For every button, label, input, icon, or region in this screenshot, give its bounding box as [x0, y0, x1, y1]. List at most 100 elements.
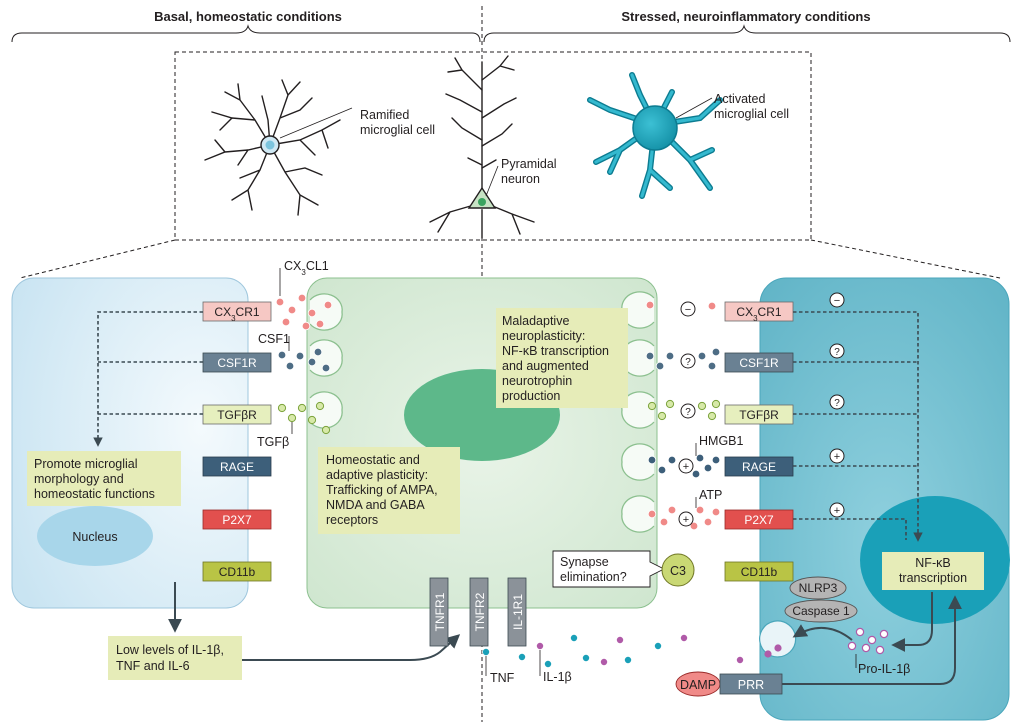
pyramidal-label-2: neuron: [501, 172, 540, 186]
il1b-dots: [536, 634, 745, 667]
ligand-atp: ATP: [699, 488, 722, 502]
tnf-label: TNF: [490, 671, 515, 685]
promote-line-1: Promote microglial: [34, 457, 138, 471]
right-receptor-p2x7-label: P2X7: [744, 513, 774, 527]
vesicle-pockets: [309, 291, 655, 533]
pro-il1b-label: Pro-IL-1β: [858, 662, 910, 676]
caspase-label: Caspase 1: [792, 604, 850, 618]
header-brace-right: [483, 24, 1011, 43]
right-question-badge-2-sign: ?: [685, 407, 691, 418]
right-receptor-cd11b-label: CD11b: [741, 565, 778, 579]
pro-il1b-dots: [847, 627, 889, 655]
ligand-hmgb1: HMGB1: [699, 434, 744, 448]
low-levels-to-tnfr-arrow: [242, 634, 461, 661]
promote-box: [27, 451, 181, 506]
right-signal-paths: [793, 311, 923, 542]
damp-label: DAMP: [680, 678, 716, 692]
nlrp3-ellipse: [789, 576, 847, 600]
right-minus-badge-sign: −: [685, 304, 691, 316]
tnfr2-label: TNFR2: [473, 592, 487, 631]
tnfr1-label: TNFR1: [433, 592, 447, 631]
right-plus-badge-2: [678, 511, 694, 527]
caspase-processing-arrow: [792, 624, 853, 641]
nfkb-line-1: NF-κB: [915, 556, 950, 570]
left-receptor-p2x7: [202, 509, 272, 530]
left-receptor-cd11b: [202, 561, 272, 582]
activated-leader: [675, 97, 713, 119]
prr-label: PRR: [738, 678, 764, 692]
right-cx3cl1-dots: [645, 300, 717, 311]
nfkb-box: [882, 552, 984, 590]
left-nucleus: [37, 506, 153, 566]
nlrp3-label: NLRP3: [799, 581, 838, 595]
ligands-right: − ? ? + +: [645, 300, 721, 531]
ligand-tgfb: TGFβ: [257, 435, 289, 449]
il1r1-label: IL-1R1: [511, 594, 525, 630]
neuron-receptors: TNFR1 TNFR2 IL-1R1: [429, 577, 527, 647]
header-left: Basal, homeostatic conditions: [154, 9, 342, 24]
ligand-cx3cl1: CX3CL1: [284, 259, 329, 277]
right-plus-badge-1-sign: +: [683, 461, 689, 473]
right-receptor-cd11b: [724, 561, 794, 582]
homeostatic-line-3: Trafficking of AMPA,: [326, 483, 438, 497]
tnfr2-box: [469, 577, 489, 647]
right-question-badge-1-sign: ?: [685, 357, 691, 368]
homeostatic-line-4: NMDA and GABA: [326, 498, 425, 512]
path-badge-question-1: [829, 343, 845, 359]
promote-line-3: homeostatic functions: [34, 487, 155, 501]
activated-label-2: microglial cell: [714, 107, 789, 121]
homeostatic-line-2: adaptive plasticity:: [326, 468, 428, 482]
right-question-badge-2: [680, 403, 696, 419]
low-levels-line-1: Low levels of IL-1β,: [116, 643, 224, 657]
csf1-dots: [277, 347, 331, 373]
pyramidal-leader: [485, 165, 499, 197]
right-receptor-column: CX3CR1 CSF1R TGFβR RAGE P2X7 CD11b: [724, 301, 794, 582]
prr-to-nfkb-arrow: [780, 595, 962, 685]
left-receptor-cx3cr1-label: CX3CR1: [214, 305, 259, 323]
right-receptor-tgfbr-label: TGFβR: [739, 408, 779, 422]
tgfb-dots: [277, 401, 331, 435]
right-minus-badge: [680, 301, 696, 317]
il1b-label: IL-1β: [543, 670, 572, 684]
right-plus-badge-2-sign: +: [683, 514, 689, 526]
tnfr1-box: [429, 577, 449, 647]
activated-label-1: Activated: [714, 92, 765, 106]
cx3cl1-dots: [275, 293, 333, 331]
maladaptive-box: [496, 308, 628, 408]
prr-box: [719, 673, 783, 695]
left-receptor-p2x7-label: P2X7: [222, 513, 252, 527]
activated-microglia-inner: [588, 73, 722, 198]
right-receptor-cx3cr1-label: CX3CR1: [736, 305, 781, 323]
left-receptor-csf1r-label: CSF1R: [217, 356, 257, 370]
maladaptive-line-6: production: [502, 389, 560, 403]
c3-label: C3: [670, 564, 686, 578]
synapse-callout: [552, 550, 666, 588]
vesicle-il1b-dot-2: [764, 650, 772, 658]
overview-panel: [174, 51, 812, 241]
caspase-ellipse: [784, 599, 858, 623]
left-receptor-column: CX3CR1 CSF1R TGFβR RAGE P2X7 CD11b: [202, 301, 272, 582]
ramified-label-2: microglial cell: [360, 123, 435, 137]
path-badge-plus-2-sign: +: [834, 505, 840, 517]
pyramidal-label-1: Pyramidal: [501, 157, 557, 171]
left-receptor-cd11b-label: CD11b: [219, 565, 256, 579]
right-tgfb-dots: [647, 399, 721, 421]
hmgb1-dots: [647, 453, 721, 479]
promote-line-2: morphology and: [34, 472, 124, 486]
header-brace-left: [11, 24, 481, 43]
right-plus-badge-1: [678, 458, 694, 474]
right-microglia-cell: [759, 277, 1010, 721]
zoom-line-right: [810, 239, 1001, 279]
secretory-vesicle: [759, 620, 797, 658]
path-badge-plus-1-sign: +: [834, 451, 840, 463]
low-levels-line-2: TNF and IL-6: [116, 659, 190, 673]
right-receptor-csf1r-label: CSF1R: [739, 356, 779, 370]
nfkb-line-2: transcription: [899, 571, 967, 585]
path-badge-question-2: [829, 394, 845, 410]
left-receptor-rage-label: RAGE: [220, 460, 254, 474]
pyramidal-neuron-icon: [429, 55, 535, 239]
low-levels-box: [108, 636, 242, 680]
maladaptive-line-3: NF-κB transcription: [502, 344, 609, 358]
nfkb-to-pro-il1b-arrow: [891, 592, 933, 652]
